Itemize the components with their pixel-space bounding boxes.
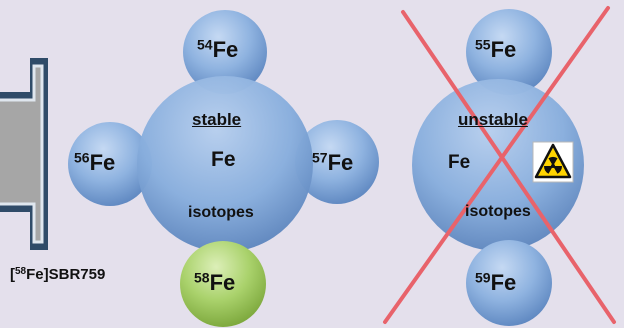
stable-element-label: Fe <box>211 148 236 171</box>
sphere-58fe <box>180 241 266 327</box>
unstable-heading: unstable <box>458 110 528 129</box>
unstable-element-label: Fe <box>448 152 471 173</box>
sphere-57fe <box>295 120 379 204</box>
radiation-warning-icon <box>532 141 574 183</box>
unstable-isotopes-label: isotopes <box>465 203 531 220</box>
isotope-label-57fe: 57Fe <box>312 149 354 175</box>
sphere-56fe <box>68 122 152 206</box>
stable-isotopes-cluster <box>68 10 379 327</box>
block-arrow-right-icon <box>0 58 48 250</box>
sphere-54fe <box>183 10 267 94</box>
compound-label: [58Fe]SBR759 <box>10 266 106 283</box>
isotope-label-55fe: 55Fe <box>475 36 517 62</box>
sphere-55fe <box>466 9 552 95</box>
sphere-stable-center <box>137 76 313 252</box>
sphere-59fe <box>466 240 552 326</box>
isotope-label-59fe: 59Fe <box>475 269 517 295</box>
isotope-label-54fe: 54Fe <box>197 36 239 62</box>
isotope-label-56fe: 56Fe <box>74 149 116 175</box>
isotope-label-58fe: 58Fe <box>194 269 236 295</box>
stable-heading: stable <box>192 110 242 129</box>
stable-isotopes-label: isotopes <box>188 204 254 221</box>
red-cross-out-icon <box>383 6 616 324</box>
